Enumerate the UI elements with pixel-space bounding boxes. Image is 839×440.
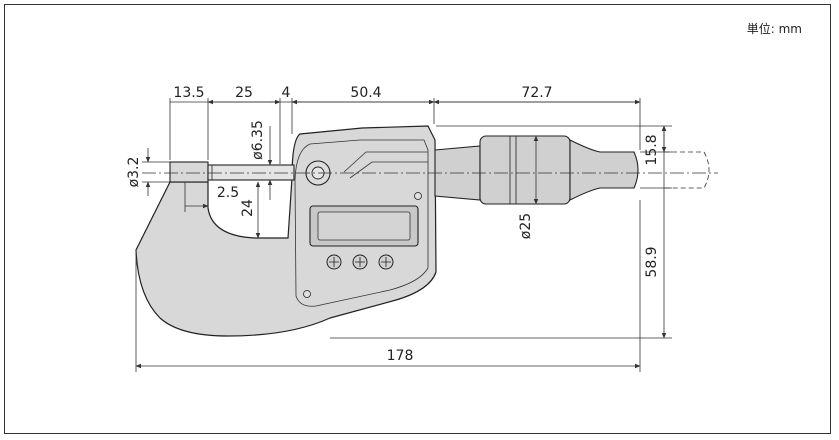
spindle [207, 164, 295, 181]
micrometer-body [135, 125, 710, 337]
dim-throat-depth: 24 [240, 199, 256, 217]
dim-face-offset: 2.5 [217, 185, 239, 201]
dimension-labels: 13.5 25 4 50.4 72.7 ø3.2 ø6.35 2.5 24 15… [126, 85, 660, 364]
dim-anvil-length: 13.5 [173, 85, 204, 101]
thimble [479, 135, 571, 205]
dim-sleeve-length: 72.7 [521, 85, 552, 101]
dim-anvil-diameter: ø3.2 [126, 157, 142, 188]
ratchet [569, 139, 639, 201]
dim-range: 25 [235, 85, 253, 101]
dim-spindle-gap: 4 [282, 85, 291, 101]
dimension-lines [135, 98, 672, 372]
c-frame [135, 125, 437, 337]
control-buttons [326, 254, 394, 270]
screws [303, 192, 422, 298]
dim-thimble-height: 15.8 [644, 134, 660, 165]
frame-panel [294, 139, 429, 307]
anvil [169, 161, 209, 183]
dim-total-height: 58.9 [644, 246, 660, 277]
dim-total-length: 178 [387, 348, 414, 364]
ratchet-extension [664, 151, 710, 189]
dim-spindle-diameter: ø6.35 [250, 120, 266, 160]
dim-frame-length: 50.4 [350, 85, 381, 101]
unit-label: 単位: mm [747, 21, 802, 36]
lcd-screen [317, 211, 411, 241]
dim-thimble-diameter: ø25 [518, 213, 534, 239]
